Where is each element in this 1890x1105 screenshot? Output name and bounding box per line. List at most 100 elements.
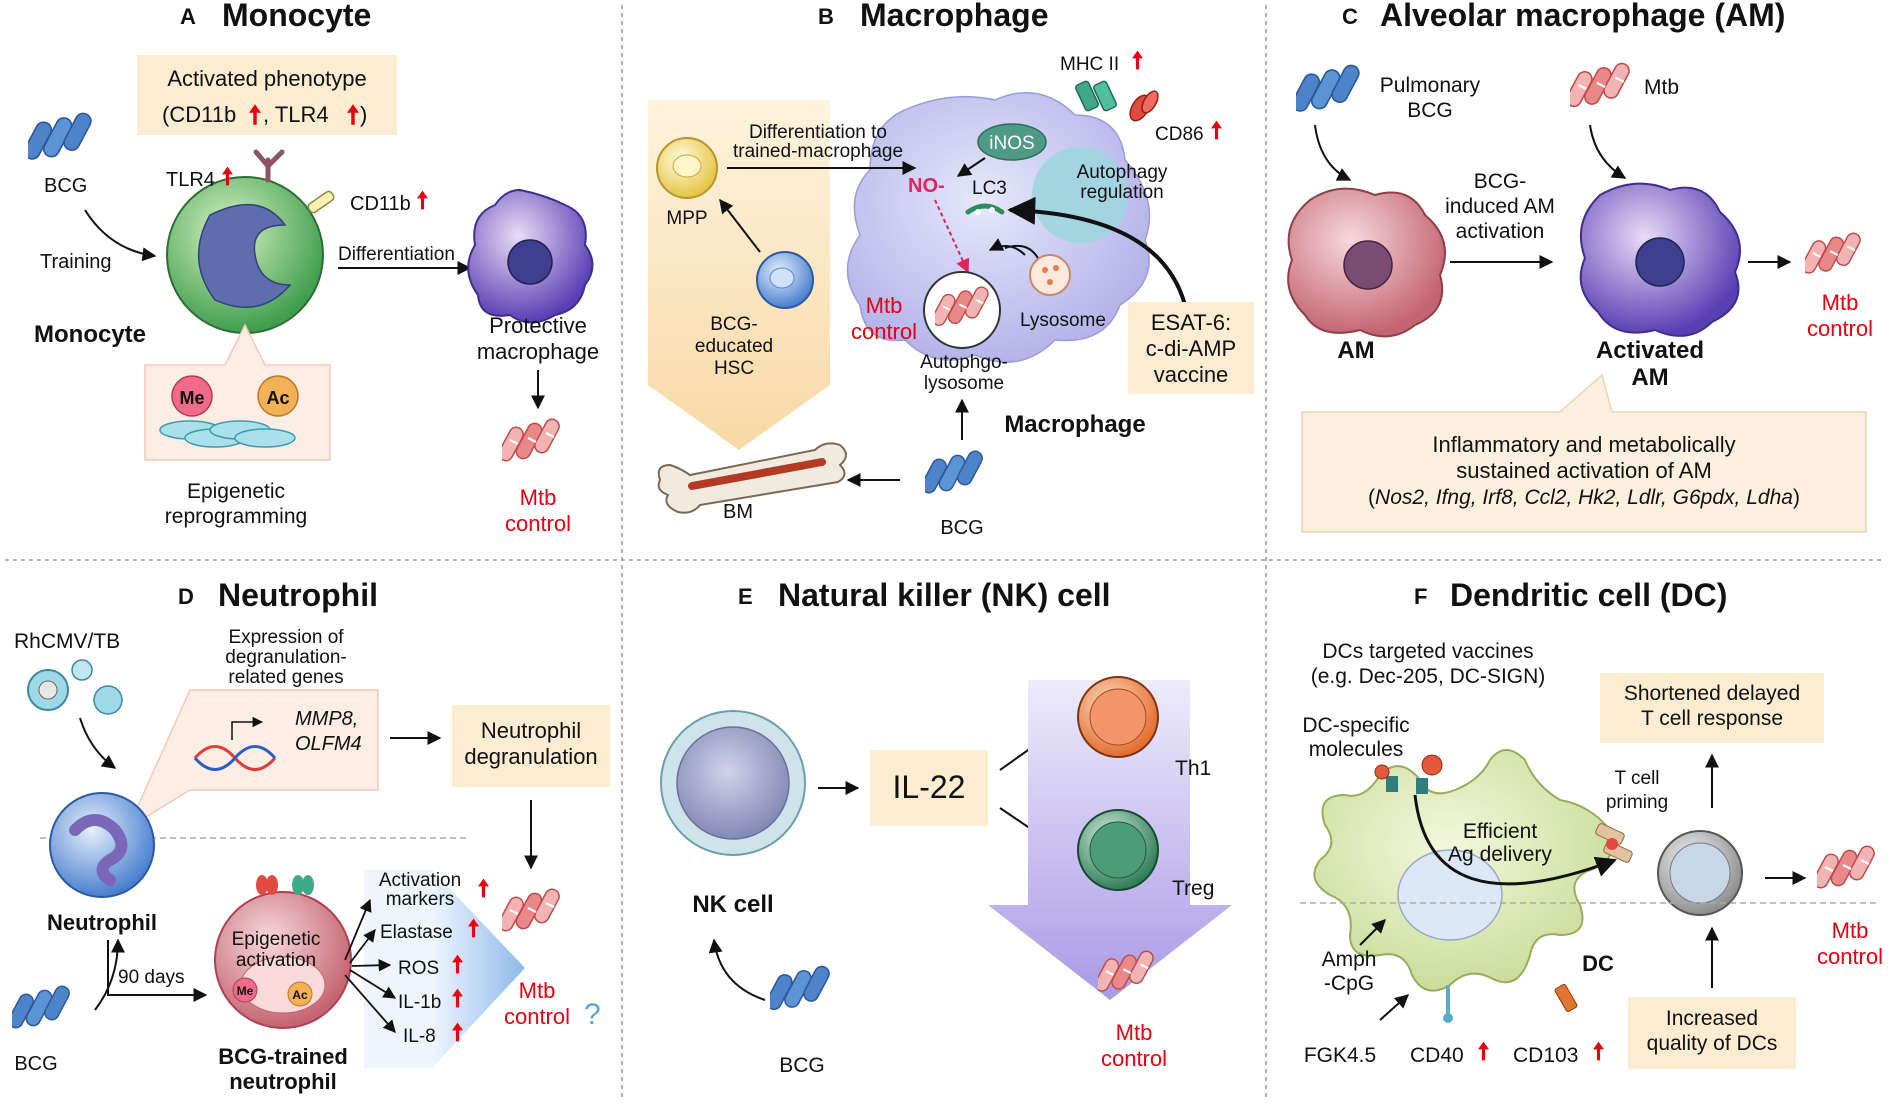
panel-e-title: Natural killer (NK) cell: [778, 577, 1111, 613]
tlr4-label: TLR4: [166, 169, 215, 191]
panel-a: A Monocyte Activated phenotype (CD11b , …: [28, 0, 599, 536]
am-cell: [1287, 187, 1446, 338]
diff-line2: trained-macrophage: [733, 141, 903, 162]
shortened-response-box: [1600, 673, 1824, 743]
mtb-bacteria-icon: [502, 888, 562, 935]
epigenetic-line1: Epigenetic: [187, 480, 285, 503]
mtb-label: Mtb: [866, 293, 903, 318]
bcg-label: BCG: [940, 517, 983, 539]
esat-vaccine-box: [1128, 302, 1254, 394]
callout-genes: (Nos2, Ifng, Irf8, Ccl2, Hk2, Ldlr, G6pd…: [1368, 486, 1800, 509]
dcspec-line2: molecules: [1309, 738, 1404, 761]
esat-line3: vaccine: [1154, 362, 1229, 387]
callout-line1: Inflammatory and metabolically: [1432, 432, 1735, 457]
panel-b: B Macrophage MPP BCG- educated HSC BM BC…: [648, 0, 1254, 539]
no-to-autophagolysosome-arrow: [934, 199, 970, 274]
cd11b-receptor-icon: [307, 190, 335, 214]
induced-line3: activation: [1456, 220, 1545, 243]
surface-marker-icon: [256, 875, 314, 895]
cd86-label: CD86: [1155, 124, 1204, 145]
days-label: 90 days: [118, 967, 185, 988]
activated-phenotype-part-c: ): [360, 102, 367, 127]
cd103-receptor-icon: [1554, 983, 1578, 1013]
nucleus: [1032, 147, 1128, 243]
callout-line2: sustained activation of AM: [1456, 458, 1712, 483]
degran-line1: Neutrophil: [481, 718, 581, 743]
epi-act-line1: Epigenetic: [232, 929, 321, 950]
panel-f: F Dendritic cell (DC) DCs targeted vacci…: [1300, 577, 1883, 1069]
pulmonary-line1: Pulmonary: [1380, 74, 1481, 97]
cd103-label: CD103: [1513, 1044, 1578, 1067]
virus-icon: [27, 659, 123, 715]
activated-am-cell: [1579, 182, 1741, 337]
increased-quality-box: [1628, 997, 1796, 1069]
fgk-label: FGK4.5: [1304, 1044, 1376, 1067]
mtb-label: Mtb: [1822, 290, 1859, 315]
acetyl-mark-label: Ac: [266, 388, 289, 408]
gene-expression-inset: [126, 689, 379, 830]
markers-line2: markers: [386, 889, 455, 910]
rhcmv-label: RhCMV/TB: [14, 630, 120, 653]
bcg-to-nk-arrow: [708, 938, 766, 1001]
differentiation-label: Differentiation: [338, 244, 455, 265]
ag-line2: Ag delivery: [1448, 843, 1552, 866]
monocyte-cell: [166, 176, 324, 334]
mtb-to-activated-arrow: [1589, 124, 1627, 179]
elastase-label: Elastase: [380, 922, 453, 943]
activated-am-line2: AM: [1631, 364, 1668, 391]
panel-e-letter: E: [738, 584, 753, 609]
esat-to-lc3-arrow: [1007, 196, 1187, 306]
panel-c-letter: C: [1342, 4, 1358, 29]
cd86-receptor-icon: [1129, 90, 1159, 122]
short-line1: Shortened delayed: [1624, 682, 1800, 705]
cd11b-label: CD11b: [350, 193, 411, 215]
mtb-control-label: control: [505, 511, 571, 536]
pulmonary-line2: BCG: [1407, 99, 1453, 122]
tcell-synapse-icon: [1595, 823, 1633, 863]
bcg-bacteria-icon: [12, 985, 72, 1031]
tcell-line2: priming: [1606, 792, 1668, 813]
mtb-label: Mtb: [520, 485, 557, 510]
bcg-to-am-arrow: [1314, 124, 1352, 181]
activation-callout-box: [1301, 373, 1867, 533]
panel-f-letter: F: [1414, 584, 1427, 609]
training-label: Training: [40, 251, 112, 273]
panel-d-title: Neutrophil: [218, 577, 378, 613]
bcg-label: BCG: [779, 1054, 825, 1077]
activated-phenotype-part-b: , TLR4: [263, 102, 329, 127]
dcspec-line1: DC-specific: [1302, 714, 1409, 737]
vacc-line1: DCs targeted vaccines: [1322, 640, 1533, 663]
diff-line1: Differentiation to: [749, 122, 887, 143]
autophgo-line1: Autophgo-: [920, 352, 1008, 373]
expr-line2: degranulation-: [225, 647, 346, 668]
dna-helix-icon: [193, 745, 277, 771]
mtb-bacteria-icon: [1817, 845, 1877, 892]
induced-line1: BCG-: [1474, 170, 1527, 193]
bone-marrow-icon: [657, 442, 847, 514]
acetyl-mark-icon: [287, 981, 313, 1007]
mtb-top-label: Mtb: [1644, 76, 1679, 99]
inc-line2: quality of DCs: [1647, 1032, 1778, 1055]
mtb-control-label: control: [1807, 316, 1873, 341]
amph-arrow: [1359, 919, 1386, 946]
inos-to-no-arrow: [956, 157, 986, 177]
panel-c-title: Alveolar macrophage (AM): [1380, 0, 1785, 33]
bcg-bacteria-icon: [770, 965, 832, 1013]
panel-d-letter: D: [178, 584, 194, 609]
lysosome-icon: [1029, 254, 1071, 296]
ninety-days-arrow: [107, 940, 208, 1002]
cd40-receptor-icon: [1443, 985, 1453, 1023]
mtb-label: Mtb: [1832, 918, 1869, 943]
mpp-label: MPP: [666, 208, 707, 229]
panel-a-letter: A: [180, 4, 196, 29]
lysosome-label: Lysosome: [1020, 310, 1106, 331]
question-mark: ?: [584, 998, 601, 1031]
am-label: AM: [1337, 337, 1374, 364]
ros-label: ROS: [398, 958, 439, 979]
autophagy-line1: Autophagy: [1077, 162, 1168, 183]
hsc-to-mpp-arrow: [719, 198, 761, 253]
th1-label: Th1: [1175, 757, 1211, 780]
tcell-line1: T cell: [1614, 768, 1659, 789]
induced-line2: induced AM: [1445, 195, 1555, 218]
panel-e: E Natural killer (NK) cell NK cell BCG I…: [660, 577, 1232, 1077]
